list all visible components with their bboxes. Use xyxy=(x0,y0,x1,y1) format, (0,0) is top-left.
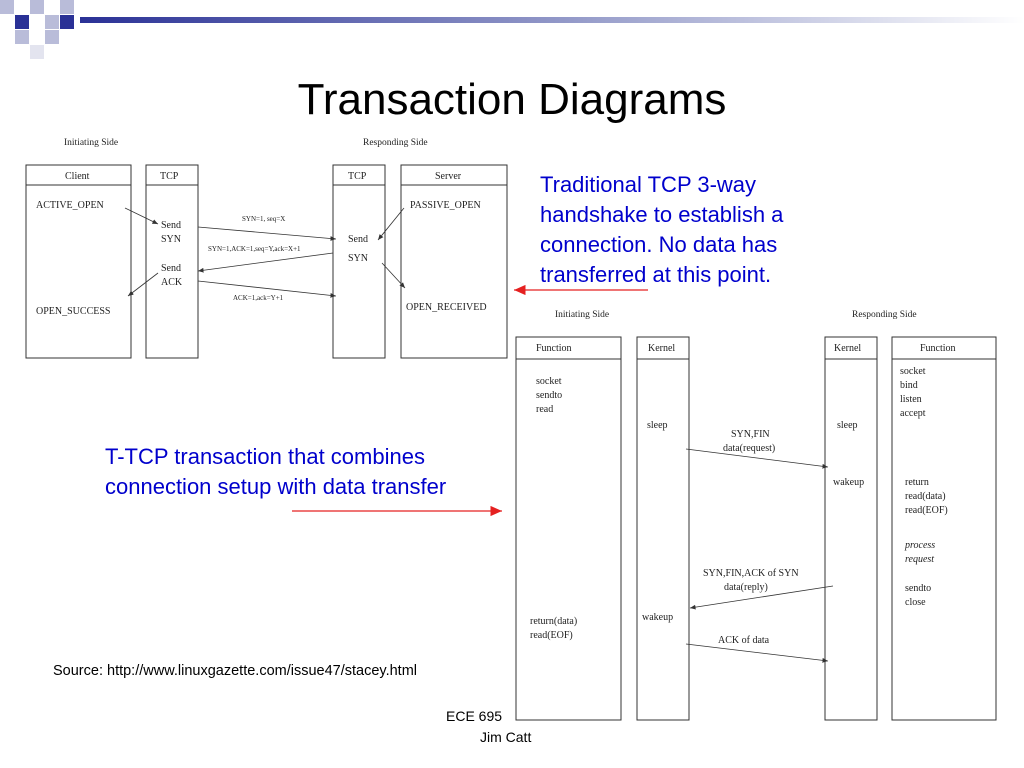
right-send: sendto xyxy=(905,583,931,594)
send-syn-label: SYN xyxy=(161,234,181,245)
send-ack-label: Send xyxy=(161,263,181,274)
footer-author: Jim Catt xyxy=(480,729,532,745)
arrow-request xyxy=(685,448,829,469)
deco-square xyxy=(60,15,74,29)
msg-request: SYN,FIN xyxy=(731,429,770,440)
msg-syn-ack: SYN=1,ACK=1,seq=Y,ack=X+1 xyxy=(208,245,301,253)
deco-square xyxy=(30,45,44,59)
tcp-right-header: TCP xyxy=(348,171,367,182)
ttcp-description: T-TCP transaction that combines connecti… xyxy=(105,444,447,499)
send-syn-label: Send xyxy=(161,220,181,231)
left-return: return(data) xyxy=(530,616,577,627)
msg-reply: SYN,FIN,ACK of SYN xyxy=(703,568,799,579)
ttcp-transaction-diagram: Initiating Side Responding Side Function… xyxy=(515,310,997,721)
pointer-arrows xyxy=(292,284,648,517)
kernel-right-wakeup: wakeup xyxy=(833,477,864,488)
left-call: socket xyxy=(536,376,562,387)
header-band xyxy=(80,17,1024,23)
client-header: Client xyxy=(65,171,90,182)
kernel-right-sleep: sleep xyxy=(837,420,858,431)
msg-ack-data: ACK of data xyxy=(718,635,770,646)
deco-square xyxy=(15,15,29,29)
arrow-msg-syn-ack xyxy=(197,252,334,273)
right-return: read(data) xyxy=(905,491,946,502)
arrow-passive-open xyxy=(377,207,405,241)
passive-open-label: PASSIVE_OPEN xyxy=(410,200,481,211)
tcp-handshake-diagram: Initiating Side Responding Side Client T… xyxy=(25,138,508,359)
arrow-to-open-received xyxy=(381,262,406,289)
page-title: Transaction Diagrams xyxy=(297,75,727,124)
msg-request: data(request) xyxy=(723,443,775,454)
left-return: read(EOF) xyxy=(530,630,573,641)
deco-square xyxy=(30,0,44,14)
kernel-left-wakeup: wakeup xyxy=(642,612,673,623)
arrow-ack-data xyxy=(685,643,829,663)
server-column xyxy=(400,164,508,359)
function-left-column xyxy=(515,336,622,721)
arrow-active-open xyxy=(124,207,159,225)
initiating-side-label: Initiating Side xyxy=(64,138,118,148)
resp-send-label: Send xyxy=(348,234,368,245)
function-right-column xyxy=(891,336,997,721)
decorative-header xyxy=(0,0,1024,59)
tcp-left-column xyxy=(145,164,199,359)
resp-syn-label: SYN xyxy=(348,253,368,264)
open-success-label: OPEN_SUCCESS xyxy=(36,306,110,317)
arrow-reply xyxy=(689,585,834,610)
source-citation: Source: http://www.linuxgazette.com/issu… xyxy=(53,663,418,679)
server-header: Server xyxy=(435,171,462,182)
deco-square xyxy=(60,0,74,14)
function-left-header: Function xyxy=(536,343,572,354)
footer-course: ECE 695 xyxy=(446,708,503,724)
right-return: return xyxy=(905,477,929,488)
send-ack-label: ACK xyxy=(161,277,183,288)
open-received-label: OPEN_RECEIVED xyxy=(406,302,487,313)
client-column xyxy=(25,164,132,359)
arrow-msg-ack xyxy=(197,280,337,298)
right-call: socket xyxy=(900,366,926,377)
msg-syn: SYN=1, seq=X xyxy=(242,215,285,223)
deco-square xyxy=(15,30,29,44)
active-open-label: ACTIVE_OPEN xyxy=(36,200,104,211)
msg-ack: ACK=1,ack=Y+1 xyxy=(233,294,284,302)
right-call: listen xyxy=(900,394,922,405)
right-return: read(EOF) xyxy=(905,505,948,516)
kernel-left-header: Kernel xyxy=(648,343,675,354)
right-call: accept xyxy=(900,408,926,419)
responding-side-label: Responding Side xyxy=(363,138,428,148)
kernel-left-sleep: sleep xyxy=(647,420,668,431)
process-request: process xyxy=(904,540,935,551)
function-right-header: Function xyxy=(920,343,956,354)
deco-square xyxy=(45,15,59,29)
left-call: sendto xyxy=(536,390,562,401)
kernel-right-header: Kernel xyxy=(834,343,861,354)
arrow-tcp-to-client xyxy=(127,272,159,297)
kernel-right-column xyxy=(824,336,878,721)
right-send: close xyxy=(905,597,926,608)
msg-reply: data(reply) xyxy=(724,582,768,593)
deco-square xyxy=(0,0,14,14)
right-call: bind xyxy=(900,380,918,391)
tcp-left-header: TCP xyxy=(160,171,179,182)
initiating-side-label: Initiating Side xyxy=(555,310,609,320)
kernel-left-column xyxy=(636,336,690,721)
process-request: request xyxy=(905,554,934,565)
tcp-right-column xyxy=(332,164,386,359)
handshake-description: Traditional TCP 3-way handshake to estab… xyxy=(540,172,784,287)
left-call: read xyxy=(536,404,553,415)
arrow-msg-syn xyxy=(197,226,337,241)
footer: ECE 695 Jim Catt xyxy=(440,706,590,748)
responding-side-label: Responding Side xyxy=(852,310,917,320)
deco-square xyxy=(45,30,59,44)
